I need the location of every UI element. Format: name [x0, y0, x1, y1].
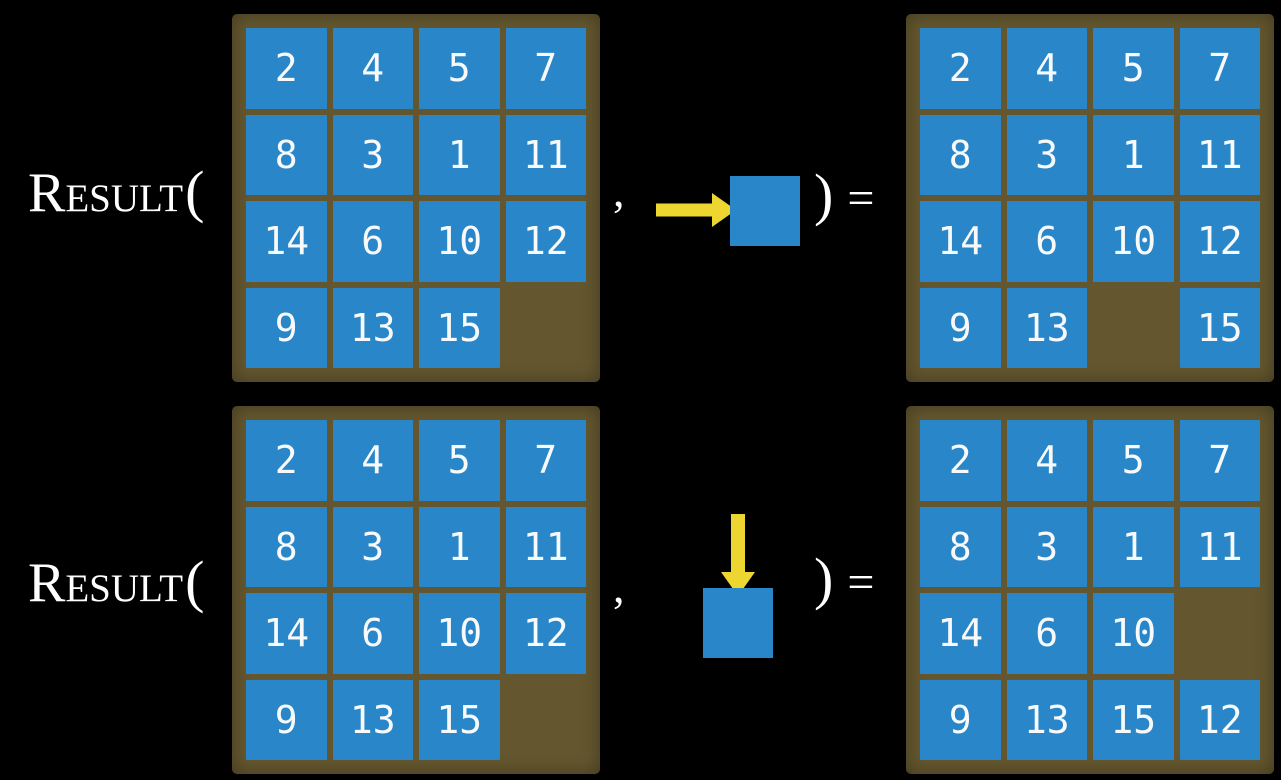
result-function-label: Result( [28, 552, 204, 614]
function-name: Result [28, 552, 184, 614]
puzzle-tile: 14 [920, 201, 1001, 282]
comma-separator: , [613, 561, 625, 612]
puzzle-tile: 12 [1179, 679, 1260, 760]
empty-cell [1093, 288, 1174, 369]
open-paren: ( [185, 549, 205, 614]
puzzle-tile: 1 [1093, 114, 1174, 195]
puzzle-tile: 1 [419, 506, 500, 587]
puzzle-tile: 2 [920, 28, 1001, 109]
puzzle-tile: 3 [1006, 506, 1087, 587]
puzzle-tile: 5 [419, 420, 500, 501]
puzzle-tile: 7 [505, 28, 586, 109]
puzzle-tile: 11 [1179, 114, 1260, 195]
equals-sign: = [847, 172, 875, 225]
puzzle-tile: 2 [246, 420, 327, 501]
puzzle-tile: 6 [332, 201, 413, 282]
puzzle-tile: 15 [419, 287, 500, 368]
puzzle-tile: 15 [1093, 679, 1174, 760]
puzzle-tile: 15 [419, 679, 500, 760]
puzzle-tile: 13 [332, 679, 413, 760]
puzzle-tile: 1 [419, 114, 500, 195]
puzzle-tile: 8 [920, 114, 1001, 195]
puzzle-tile: 10 [419, 201, 500, 282]
puzzle-tile: 11 [1179, 506, 1260, 587]
puzzle-tile: 2 [246, 28, 327, 109]
comma-separator: , [613, 165, 625, 216]
puzzle-tile: 11 [505, 506, 586, 587]
puzzle-tile: 13 [332, 287, 413, 368]
action-tile-square [703, 588, 773, 658]
puzzle-tile: 14 [246, 593, 327, 674]
puzzle-tile: 5 [1093, 28, 1174, 109]
puzzle-tile: 7 [505, 420, 586, 501]
puzzle-tile: 1 [1093, 506, 1174, 587]
puzzle-tile: 9 [920, 679, 1001, 760]
puzzle-tile: 12 [1179, 201, 1260, 282]
puzzle-tile: 4 [332, 420, 413, 501]
empty-cell [506, 680, 587, 761]
puzzle-tile: 8 [920, 506, 1001, 587]
puzzle-tile: 9 [246, 287, 327, 368]
puzzle-tile: 5 [1093, 420, 1174, 501]
puzzle-tile: 13 [1006, 287, 1087, 368]
puzzle-tile: 8 [246, 114, 327, 195]
puzzle-tile: 4 [332, 28, 413, 109]
puzzle-tile: 14 [920, 593, 1001, 674]
puzzle-tile: 10 [1093, 201, 1174, 282]
puzzle-tile: 2 [920, 420, 1001, 501]
arrow-right-icon [656, 193, 736, 227]
close-paren-equals: )= [812, 550, 874, 608]
action-tile-square [730, 176, 800, 246]
puzzle-tile: 15 [1179, 287, 1260, 368]
puzzle-tile: 3 [332, 114, 413, 195]
empty-cell [1180, 593, 1261, 674]
equals-sign: = [847, 556, 875, 609]
empty-cell [506, 288, 587, 369]
puzzle-tile: 9 [246, 679, 327, 760]
puzzle-tile: 3 [1006, 114, 1087, 195]
close-paren: ) [814, 162, 834, 227]
puzzle-tile: 6 [1006, 201, 1087, 282]
puzzle-tile: 10 [1093, 593, 1174, 674]
puzzle-tile: 3 [332, 506, 413, 587]
puzzle-tile: 6 [1006, 593, 1087, 674]
puzzle-tile: 11 [505, 114, 586, 195]
close-paren: ) [814, 546, 834, 611]
result-function-label: Result( [28, 162, 204, 224]
puzzle-tile: 10 [419, 593, 500, 674]
puzzle-tile: 14 [246, 201, 327, 282]
puzzle-tile: 4 [1006, 420, 1087, 501]
puzzle-tile: 8 [246, 506, 327, 587]
puzzle-tile: 6 [332, 593, 413, 674]
puzzle-tile: 5 [419, 28, 500, 109]
puzzle-tile: 7 [1179, 28, 1260, 109]
close-paren-equals: )= [812, 166, 874, 224]
puzzle-tile: 7 [1179, 420, 1260, 501]
open-paren: ( [185, 159, 205, 224]
puzzle-tile: 12 [505, 593, 586, 674]
arrow-down-icon [721, 514, 755, 596]
puzzle-tile: 9 [920, 287, 1001, 368]
puzzle-tile: 13 [1006, 679, 1087, 760]
puzzle-tile: 4 [1006, 28, 1087, 109]
function-name: Result [28, 162, 184, 224]
puzzle-tile: 12 [505, 201, 586, 282]
